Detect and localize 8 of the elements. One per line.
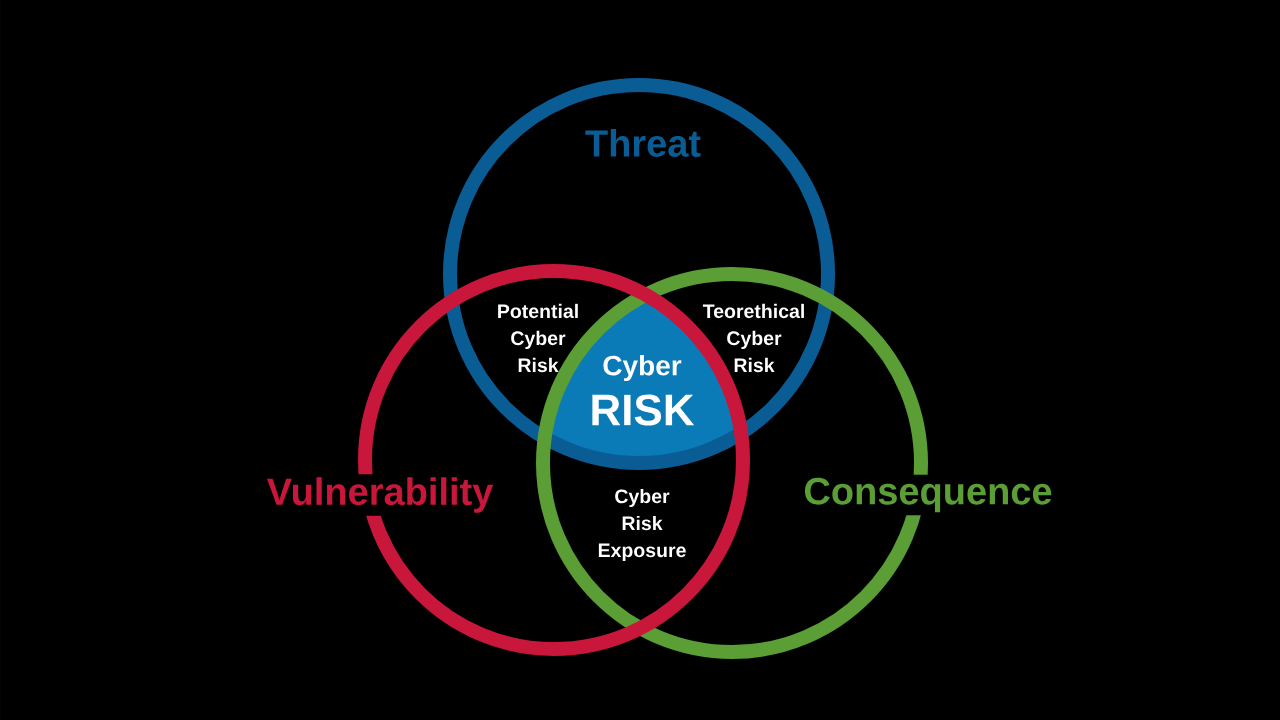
- region-label: Teorethical Cyber Risk: [702, 303, 804, 373]
- circle-heading: Vulnerability: [263, 474, 497, 516]
- circle: [443, 78, 835, 470]
- circle-heading: Consequence: [800, 474, 1056, 516]
- region-label: Cyber Risk Exposure: [598, 488, 686, 562]
- circle-heading: Threat: [581, 126, 705, 160]
- center-region: Cyber RISK: [592, 354, 695, 426]
- region-label: Potential Cyber Risk: [498, 303, 578, 373]
